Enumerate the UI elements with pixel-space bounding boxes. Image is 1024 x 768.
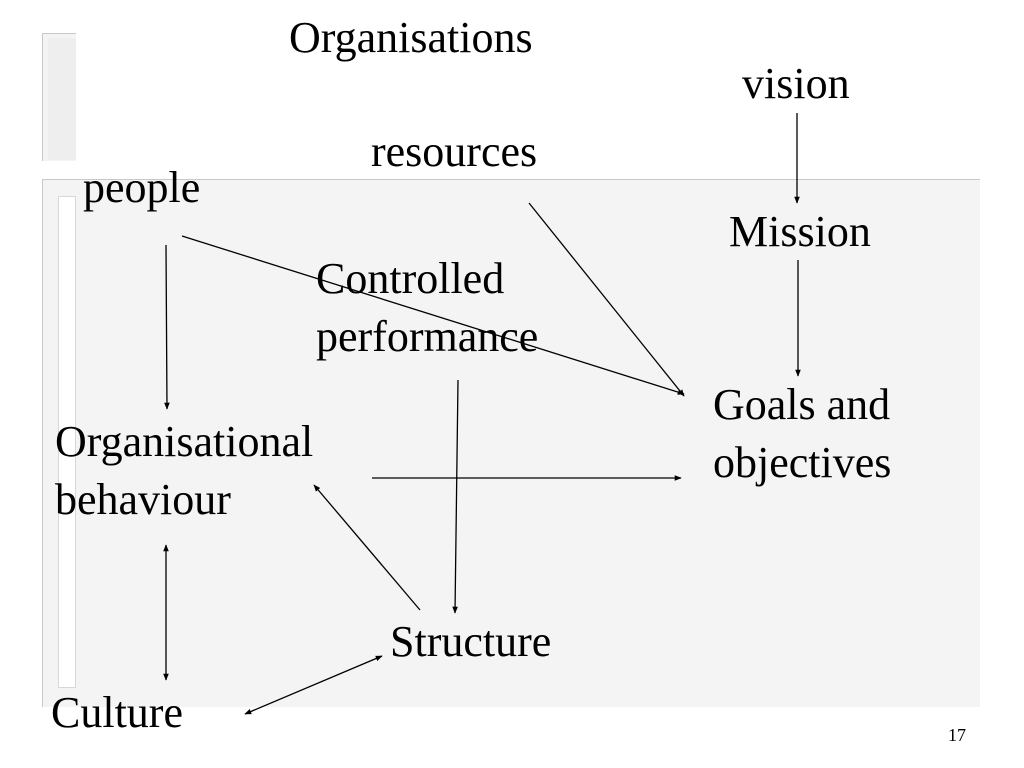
node-controlled-performance-line-1: Controlled bbox=[316, 254, 505, 303]
node-controlled-performance: Controlled performance bbox=[316, 250, 538, 366]
node-vision: vision bbox=[742, 59, 850, 108]
node-mission: Mission bbox=[729, 207, 871, 256]
node-culture: Culture bbox=[51, 688, 183, 737]
background-panel-main bbox=[42, 179, 980, 707]
node-organisational-behaviour-line-1: Organisational bbox=[55, 417, 314, 466]
node-goals-line-2: objectives bbox=[713, 438, 892, 487]
node-organisational-behaviour: Organisational behaviour bbox=[55, 413, 313, 529]
node-people: people bbox=[83, 163, 201, 212]
node-organisational-behaviour-line-2: behaviour bbox=[55, 475, 231, 524]
arrow-culture-structure bbox=[244, 655, 383, 715]
arrow-structure-to-behaviour bbox=[313, 484, 421, 611]
node-structure: Structure bbox=[390, 617, 552, 666]
node-goals-line-1: Goals and bbox=[713, 380, 891, 429]
node-controlled-performance-line-2: performance bbox=[316, 312, 539, 361]
background-panel-strip bbox=[58, 196, 76, 688]
arrow-resources-to-goals bbox=[528, 202, 685, 397]
node-goals-and-objectives: Goals and objectives bbox=[713, 376, 891, 492]
node-organisations: Organisations bbox=[289, 13, 533, 62]
arrow-people-to-goals bbox=[181, 235, 685, 395]
node-resources: resources bbox=[371, 127, 538, 176]
background-panel-top-inner bbox=[48, 38, 76, 160]
arrow-performance-to-structure bbox=[452, 379, 459, 614]
arrow-people-to-behaviour bbox=[164, 244, 170, 410]
page-number: 17 bbox=[948, 725, 966, 745]
